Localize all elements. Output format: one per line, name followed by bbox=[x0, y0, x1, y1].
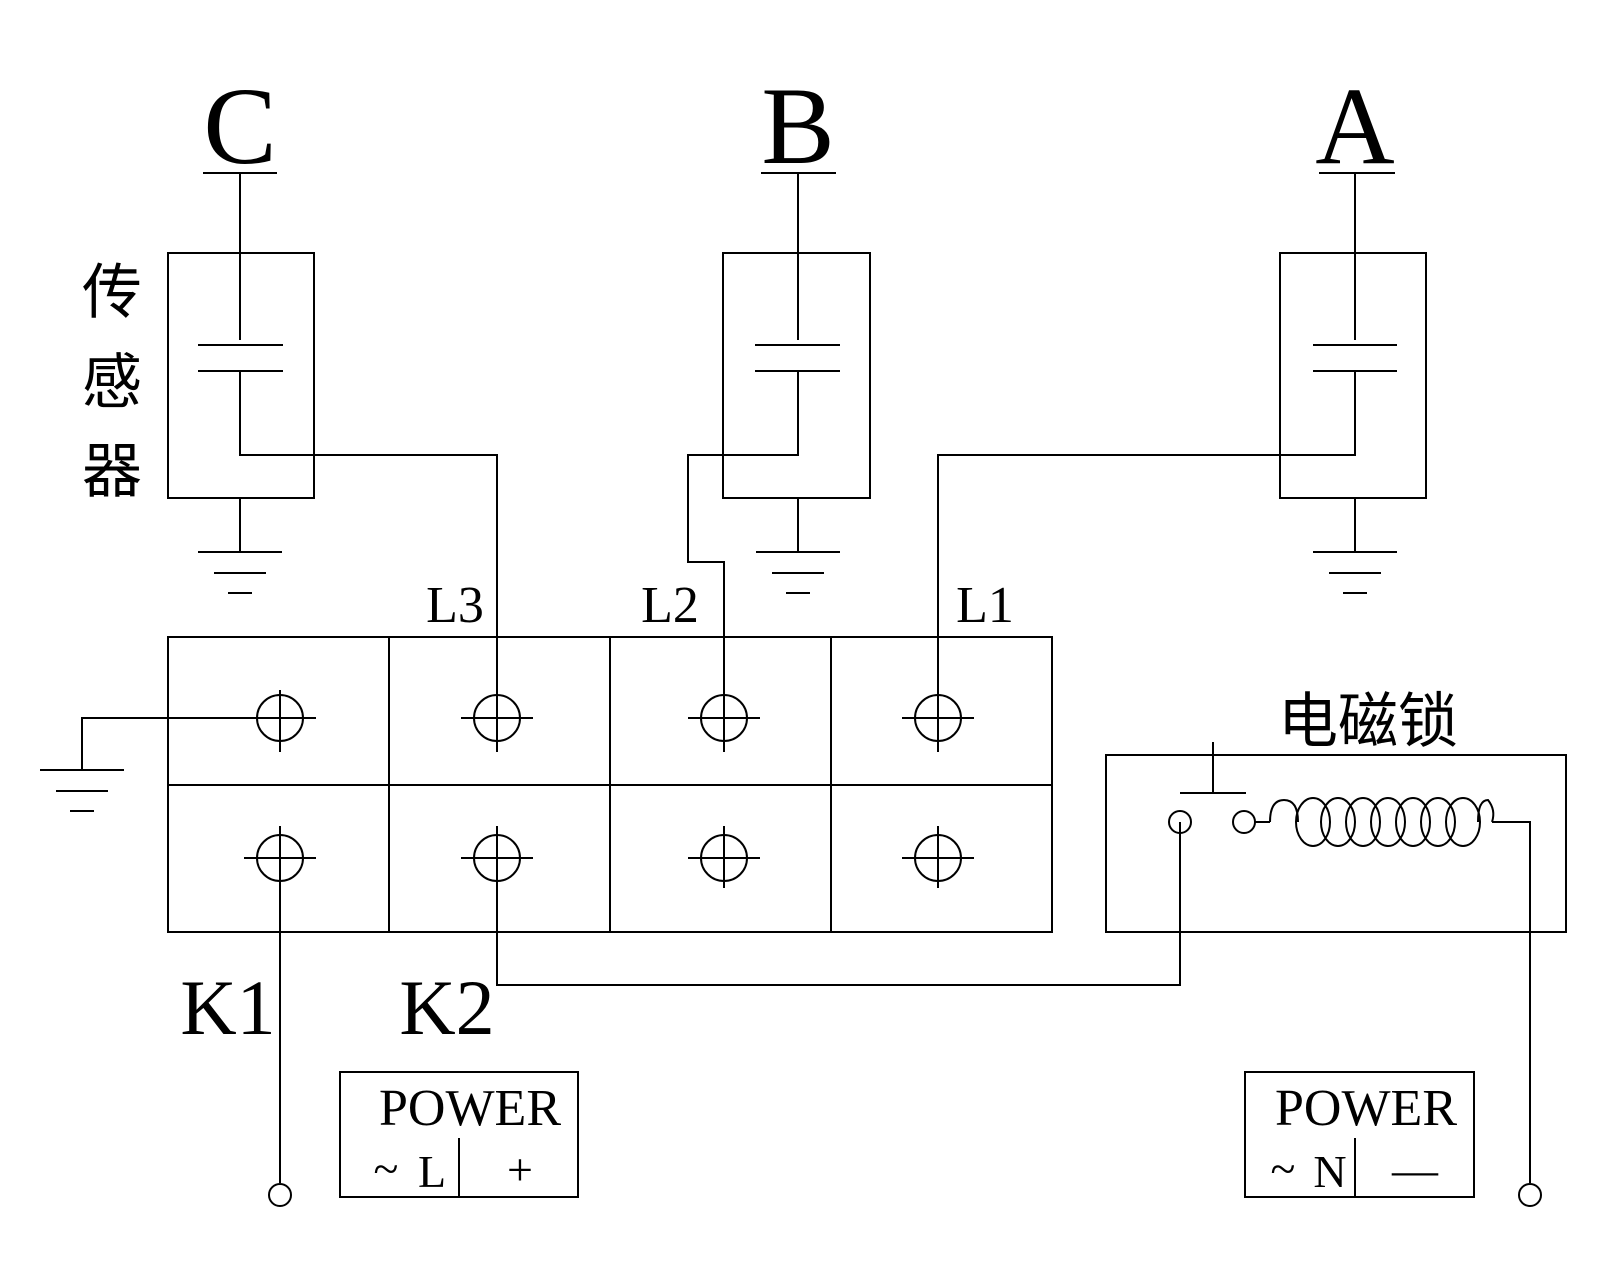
ground-icon bbox=[40, 769, 124, 812]
sensor-label-char-1: 传 bbox=[82, 258, 142, 328]
power-left-polarity: + bbox=[507, 1144, 533, 1195]
terminal-label-l3: L3 bbox=[426, 577, 484, 634]
coil-icon bbox=[1255, 797, 1495, 847]
power-right-title: POWER bbox=[1275, 1080, 1457, 1137]
power-right-line-label: N bbox=[1313, 1146, 1346, 1197]
switch-label-k1: K1 bbox=[180, 964, 275, 1051]
power-right-polarity: — bbox=[1391, 1144, 1439, 1195]
power-right-frame bbox=[1244, 1071, 1475, 1198]
sensor-c-to-l3-wire bbox=[239, 371, 498, 715]
power-left-title: POWER bbox=[379, 1080, 561, 1137]
terminal-screw-icon bbox=[688, 826, 760, 888]
power-left-line-label: L bbox=[418, 1146, 446, 1197]
block-ground-wire bbox=[81, 717, 280, 770]
ac-wave-icon: ~ bbox=[1271, 1143, 1296, 1194]
block-ground bbox=[40, 717, 280, 812]
sensor-b-body bbox=[722, 252, 871, 499]
ground-icon bbox=[198, 551, 282, 594]
terminal-screw-icon bbox=[461, 690, 533, 752]
phase-a-label: A bbox=[1315, 65, 1394, 187]
ground-icon bbox=[756, 551, 840, 594]
terminal-screw-icon bbox=[244, 690, 316, 752]
sensor-a: A bbox=[937, 65, 1427, 715]
sensor-label: 传 感 器 bbox=[82, 258, 142, 507]
sensor-b-to-l2-wire bbox=[687, 371, 799, 715]
sensor-b: B bbox=[687, 65, 871, 715]
lock-contact-icon bbox=[1168, 810, 1192, 834]
lock-label: 电磁锁 bbox=[1278, 687, 1458, 757]
terminal-label-l2: L2 bbox=[641, 577, 699, 634]
sensor-a-body bbox=[1279, 252, 1427, 499]
power-supply-left: POWER ~ L + bbox=[339, 1071, 579, 1198]
terminal-label-l1: L1 bbox=[956, 577, 1014, 634]
ground-icon bbox=[1313, 551, 1397, 594]
sensor-a-to-l1-wire bbox=[937, 371, 1356, 715]
terminal-screw-icon bbox=[688, 690, 760, 752]
phase-b-label: B bbox=[761, 65, 834, 187]
terminal-end-icon bbox=[268, 1183, 292, 1207]
lock-housing bbox=[1105, 754, 1567, 933]
sensor-label-char-2: 感 bbox=[82, 348, 142, 418]
terminal-screw-icon bbox=[902, 690, 974, 752]
phase-c-label: C bbox=[203, 65, 276, 187]
ac-wave-icon: ~ bbox=[374, 1143, 399, 1194]
terminal-screw-icon bbox=[902, 826, 974, 888]
terminal-block bbox=[167, 636, 1053, 933]
lock-contact-icon bbox=[1232, 810, 1256, 834]
sensor-c: C bbox=[167, 65, 498, 715]
electromagnetic-lock: 电磁锁 bbox=[1105, 687, 1567, 1207]
k2-to-lock-wire bbox=[496, 822, 1181, 986]
lock-return-wire bbox=[1492, 821, 1531, 1183]
sensor-label-char-3: 器 bbox=[82, 437, 142, 507]
terminal-end-icon bbox=[1518, 1183, 1542, 1207]
power-supply-right: POWER ~ N — bbox=[1244, 1071, 1475, 1198]
switch-label-k2: K2 bbox=[399, 964, 494, 1051]
k1-lead: K1 bbox=[180, 858, 292, 1207]
